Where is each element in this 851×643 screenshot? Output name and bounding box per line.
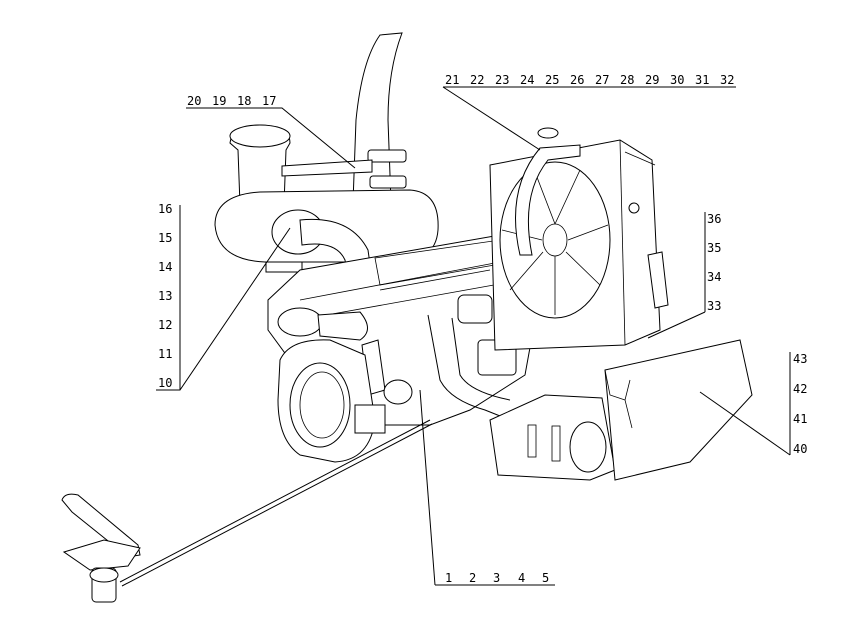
callout-5: 5	[542, 571, 549, 585]
turbo-bracket	[265, 261, 303, 273]
callout-17: 17	[262, 94, 276, 108]
callout-1: 1	[445, 571, 452, 585]
lower-elbow	[317, 311, 368, 341]
callout-43: 43	[793, 352, 807, 366]
callout-3: 3	[493, 571, 500, 585]
callout-12: 12	[158, 318, 172, 332]
callout-20: 20	[187, 94, 201, 108]
air-filter-cap	[229, 124, 291, 148]
callout-27: 27	[595, 73, 609, 87]
throttle-cable	[119, 419, 431, 583]
callout-18: 18	[237, 94, 251, 108]
callout-group-left-column: 16 15 14 13 12 11 10	[158, 202, 172, 390]
callout-35: 35	[707, 241, 721, 255]
cover-plate	[569, 421, 607, 473]
callout-30: 30	[670, 73, 684, 87]
upper-coolant-hose	[515, 144, 581, 256]
callout-40: 40	[793, 442, 807, 456]
callout-group-top-right: 21 22 23 24 25 26 27 28 29 30 31 32	[445, 73, 734, 87]
callout-34: 34	[707, 270, 721, 284]
callout-24: 24	[520, 73, 534, 87]
callout-41: 41	[793, 412, 807, 426]
oil-filter	[457, 294, 493, 324]
base-tank	[604, 339, 753, 481]
callout-13: 13	[158, 289, 172, 303]
fuel-line	[427, 314, 511, 421]
starter-bracket	[354, 404, 386, 434]
callout-group-right-lower: 43 42 41 40	[793, 352, 807, 456]
side-hose	[647, 251, 669, 309]
callout-29: 29	[645, 73, 659, 87]
pedal-bracket	[62, 539, 141, 571]
flywheel	[289, 362, 351, 448]
callout-26: 26	[570, 73, 584, 87]
callout-10: 10	[158, 376, 172, 390]
callout-42: 42	[793, 382, 807, 396]
callout-14: 14	[158, 260, 172, 274]
callout-25: 25	[545, 73, 559, 87]
callout-16: 16	[158, 202, 172, 216]
callout-4: 4	[518, 571, 525, 585]
callout-22: 22	[470, 73, 484, 87]
starter-motor	[383, 379, 413, 405]
engine-drawing	[61, 32, 753, 603]
callout-19: 19	[212, 94, 226, 108]
callout-group-bottom: 1 2 3 4 5	[445, 571, 549, 585]
callout-group-right-upper: 36 35 34 33	[707, 212, 721, 313]
callout-28: 28	[620, 73, 634, 87]
callout-15: 15	[158, 231, 172, 245]
radiator-cap	[537, 127, 559, 139]
callout-11: 11	[158, 347, 172, 361]
exhaust-clamp-lower	[369, 175, 407, 189]
leader-lines	[156, 86, 791, 586]
callout-23: 23	[495, 73, 509, 87]
radiator-cap-bolt	[628, 202, 640, 214]
callout-group-top-left: 20 19 18 17	[187, 94, 276, 108]
callout-31: 31	[695, 73, 709, 87]
callout-32: 32	[720, 73, 734, 87]
callout-36: 36	[707, 212, 721, 226]
callout-33: 33	[707, 299, 721, 313]
exhaust-clamp	[367, 149, 407, 163]
callout-2: 2	[469, 571, 476, 585]
callout-21: 21	[445, 73, 459, 87]
lower-turbo	[277, 307, 323, 337]
